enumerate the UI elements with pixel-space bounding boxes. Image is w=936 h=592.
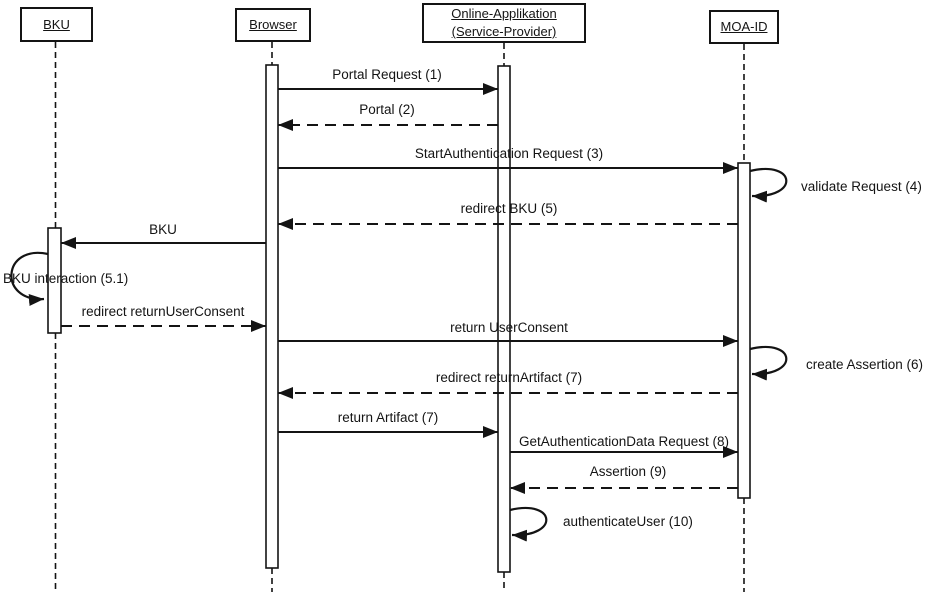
message-label-getauthenticationdata: GetAuthenticationData Request (8) (518, 434, 730, 449)
actor-label-browser: Browser (249, 17, 297, 33)
message-label-portal: Portal (2) (359, 102, 415, 117)
dashed-arrows (61, 119, 738, 494)
message-label-redirect-returnartifact: redirect returnArtifact (7) (435, 370, 583, 385)
message-label-assertion: Assertion (9) (589, 464, 667, 479)
loop-create-assertion (749, 346, 788, 381)
message-label-return-userconsent: return UserConsent (450, 320, 568, 335)
loop-validate-request (749, 168, 788, 203)
actor-label-onlineapp: Online-Applikation (Service-Provider) (451, 6, 557, 39)
message-label-bku-interaction: BKU interaction (5.1) (3, 271, 129, 286)
lifelines (54, 42, 745, 592)
message-label-bku: BKU (149, 222, 177, 237)
message-label-validate-request: validate Request (4) (801, 179, 922, 194)
message-label-redirect-returnuserconsent: redirect returnUserConsent (81, 304, 245, 319)
actor-box-bku: BKU (20, 7, 93, 42)
activation-bar-moaid (737, 162, 751, 499)
message-label-create-assertion: create Assertion (6) (806, 357, 924, 372)
actor-box-moaid: MOA-ID (709, 10, 779, 44)
message-label-startauthentication: StartAuthentication Request (3) (414, 146, 604, 161)
actor-box-browser: Browser (235, 8, 311, 42)
actor-label-bku: BKU (43, 16, 70, 32)
self-loops (10, 168, 788, 542)
message-label-authenticateuser: authenticateUser (10) (563, 514, 693, 529)
message-label-portal-request: Portal Request (1) (332, 67, 442, 82)
loop-bku-interaction (10, 251, 49, 306)
activation-bar-browser (265, 64, 279, 569)
activation-bar-onlineapp (497, 65, 511, 573)
message-label-return-artifact: return Artifact (7) (337, 410, 439, 425)
actor-label-moaid: MOA-ID (720, 19, 768, 35)
activation-bars (47, 64, 751, 573)
activation-bar-bku (47, 227, 62, 334)
loop-authenticateuser (509, 507, 548, 542)
actor-box-onlineapp: Online-Applikation (Service-Provider) (422, 3, 586, 43)
message-label-redirect-bku: redirect BKU (5) (460, 201, 558, 216)
solid-arrows (61, 83, 738, 458)
